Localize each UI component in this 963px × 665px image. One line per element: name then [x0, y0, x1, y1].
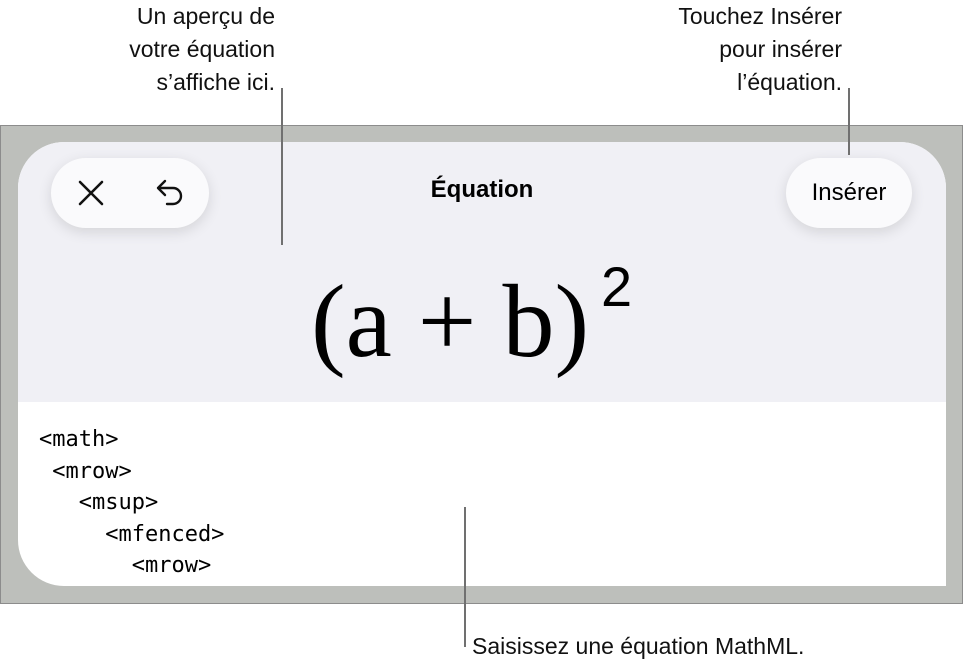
equation-exponent: 2: [601, 255, 633, 318]
annotation-line: votre équation: [129, 36, 275, 62]
input-callout-line: [464, 507, 466, 647]
dialog-title: Équation: [430, 176, 534, 203]
screen-frame: Équation Insérer (a + b) 2 <math> <mrow>…: [0, 125, 963, 604]
toolbar-left-group: [51, 158, 209, 228]
code-line: <msup>: [39, 490, 159, 515]
annotation-line: l’équation.: [737, 69, 842, 95]
insert-button[interactable]: Insérer: [786, 158, 912, 228]
code-line: <mrow>: [39, 458, 132, 484]
preview-annotation: Un aperçu de votre équation s’affiche ic…: [129, 0, 275, 99]
equation-dialog: Équation Insérer (a + b) 2 <math> <mrow>…: [18, 142, 946, 586]
undo-icon[interactable]: [155, 177, 185, 209]
code-line: <math>: [39, 427, 119, 452]
equation-base: (a + b): [311, 264, 590, 379]
equation-preview: Équation Insérer (a + b) 2: [18, 142, 946, 402]
preview-callout-line: [281, 88, 283, 245]
insert-annotation: Touchez Insérer pour insérer l’équation.: [678, 0, 842, 99]
annotation-line: Touchez Insérer: [678, 3, 842, 29]
annotation-line: pour insérer: [719, 36, 842, 62]
code-line: <mrow>: [39, 553, 212, 578]
insert-callout-line: [848, 88, 850, 155]
annotation-line: s’affiche ici.: [156, 69, 275, 95]
input-annotation: Saisissez une équation MathML.: [472, 633, 805, 659]
annotation-line: Un aperçu de: [136, 3, 275, 29]
code-line: <mfenced>: [39, 521, 225, 547]
mathml-input[interactable]: <math> <mrow> <msup> <mfenced> <mrow>: [39, 424, 224, 582]
close-icon[interactable]: [76, 178, 106, 208]
